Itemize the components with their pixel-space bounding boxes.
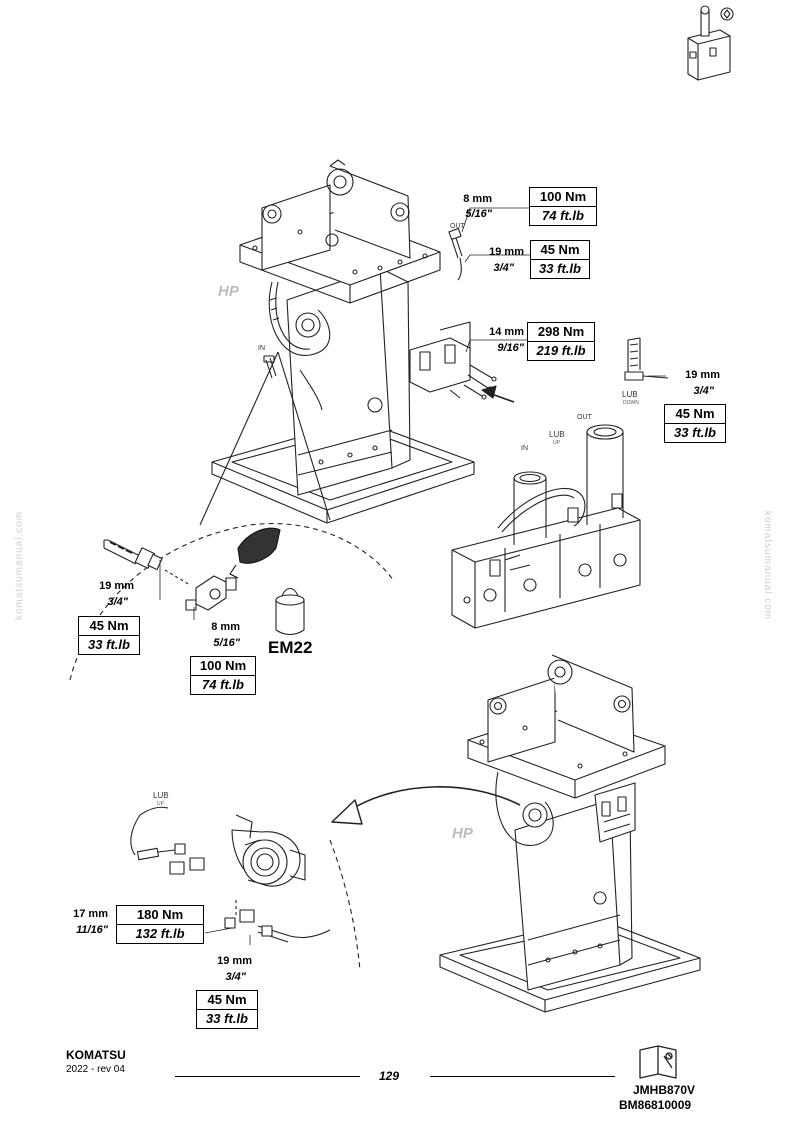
valve-out-label: OUT [577,414,592,421]
curved-arrow [331,786,521,825]
torque-ftlb: 33 ft.lb [531,259,589,278]
footer-brand: KOMATSU [66,1048,126,1062]
torque-box: 100 Nm 74 ft.lb [529,187,597,226]
torque-box: 45 Nm 33 ft.lb [78,616,140,655]
footer-model: JMHB870V [633,1083,696,1097]
torque-nm: 45 Nm [89,618,129,633]
wrench-size-mm: 8 mm [211,621,240,633]
wrench-size-inch: 3/4" [225,971,246,983]
torque-nm: 180 Nm [136,907,184,922]
hp-mark-top: HP [218,283,239,300]
torque-nm: 45 Nm [675,406,715,421]
out-port-label: OUT [450,223,465,230]
torque-box: 100 Nm 74 ft.lb [190,656,256,695]
wrench-size-inch: 9/16" [497,342,524,354]
torque-ftlb: 74 ft.lb [530,206,596,225]
wrench-size-inch: 11/16" [76,924,108,936]
wrench-size-inch: 3/4" [493,262,514,274]
valve-block-drawing [451,337,669,629]
watermark-right: komatsumanual.com [762,510,774,621]
footer-rule-right [430,1076,615,1077]
hp-mark-bottom: HP [452,825,473,842]
wrench-size-mm: 19 mm [685,369,720,381]
torque-nm: 45 Nm [540,242,580,257]
wrench-size-mm: 19 mm [489,246,524,258]
torque-nm: 45 Nm [207,992,247,1007]
wrench-size-inch: 3/4" [693,385,714,397]
page-number: 129 [379,1069,400,1083]
torque-nm: 298 Nm [537,324,585,339]
valve-in-label: IN [521,445,528,452]
lub-down-sub: DOWN [623,400,639,406]
valve-block-icon [687,5,734,81]
torque-ftlb: 74 ft.lb [191,675,255,694]
torque-box: 45 Nm 33 ft.lb [530,240,590,279]
wrench-size-mm: 19 mm [99,580,134,592]
valve-lub-up-label: LUB [549,430,565,439]
valve-lub-up-sub: UP [553,440,560,446]
wrench-size-mm: 19 mm [217,955,252,967]
footer-doc-code: BM86810009 [619,1098,692,1112]
leader-lines [159,207,666,945]
wrench-size-mm: 8 mm [463,193,492,205]
consumable-label: EM22 [268,638,313,657]
elbow-detail-drawing [69,351,394,681]
torque-ftlb: 132 ft.lb [117,924,203,943]
torque-box: 298 Nm 219 ft.lb [527,322,595,361]
footer-revision: 2022 - rev 04 [66,1064,125,1075]
wrench-size-mm: 17 mm [73,908,108,920]
torque-ftlb: 33 ft.lb [79,635,139,654]
watermark-left: komatsumanual.com [14,510,26,621]
torque-nm: 100 Nm [539,189,587,204]
torque-box: 45 Nm 33 ft.lb [664,404,726,443]
lub-down-label: LUB [622,390,638,399]
torque-nm: 100 Nm [199,658,247,673]
torque-ftlb: 33 ft.lb [665,423,725,442]
breaker-upper-drawing [211,159,515,524]
torque-ftlb: 219 ft.lb [528,341,594,360]
wrench-size-inch: 5/16" [213,637,240,649]
wrench-size-inch: 5/16" [465,208,492,220]
wrench-size-inch: 3/4" [107,596,128,608]
lub-up-bottom-sub: UP [157,801,164,807]
torque-box: 45 Nm 33 ft.lb [196,990,258,1029]
torque-ftlb: 33 ft.lb [197,1009,257,1028]
footer-rule-left [175,1076,360,1077]
torque-box: 180 Nm 132 ft.lb [116,905,204,944]
breaker-lower-drawing [439,654,701,1013]
wrench-size-mm: 14 mm [489,326,524,338]
manual-icon [639,1045,677,1079]
lub-up-bottom-label: LUB [153,791,169,800]
in-port-label: IN [258,345,265,352]
lube-detail-drawing [130,806,361,971]
